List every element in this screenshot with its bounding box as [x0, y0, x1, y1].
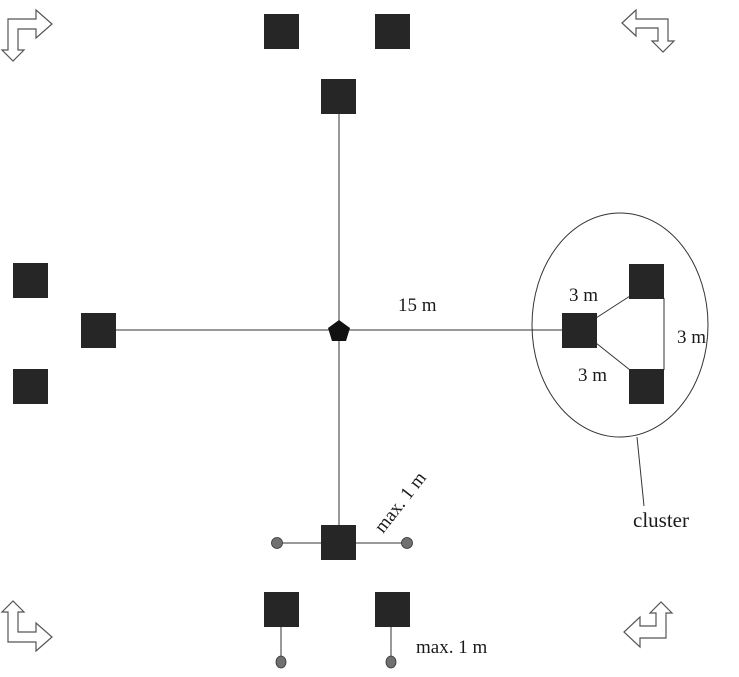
corner-arrow-bottom-left-icon — [0, 600, 53, 653]
label-max-offset-bottom: max. 1 m — [416, 637, 487, 658]
unit-top-center — [321, 79, 356, 114]
label-cluster-edge-right: 3 m — [677, 327, 706, 348]
unit-cluster-left — [562, 313, 597, 348]
cluster-edge-bottom — [595, 342, 631, 371]
unit-left-upper — [13, 263, 48, 298]
corner-arrow-top-left-icon — [0, 8, 53, 62]
unit-top-left — [264, 14, 299, 49]
unit-top-right — [375, 14, 410, 49]
probe-bottom-left-icon — [275, 655, 287, 669]
unit-bottom-center — [321, 525, 356, 560]
unit-cluster-top — [629, 264, 664, 299]
label-cluster-caption: cluster — [633, 508, 689, 532]
probe-left-icon — [271, 537, 283, 549]
label-distance-center: 15 m — [398, 295, 437, 316]
cluster-edge-top — [595, 295, 631, 319]
corner-arrow-top-right-icon — [621, 8, 676, 53]
center-pentagon-icon — [328, 320, 350, 341]
probe-right-icon — [401, 537, 413, 549]
unit-cluster-bottom — [629, 369, 664, 404]
corner-arrow-bottom-right-icon — [623, 601, 674, 649]
unit-left-center — [81, 313, 116, 348]
unit-bottom-left — [264, 592, 299, 627]
label-cluster-edge-top: 3 m — [569, 285, 598, 306]
probe-bottom-right-icon — [385, 655, 397, 669]
cluster-pointer-line — [636, 436, 645, 507]
unit-bottom-right — [375, 592, 410, 627]
label-cluster-edge-bottom: 3 m — [578, 365, 607, 386]
cluster-circle — [531, 212, 709, 438]
label-max-offset-diagonal: max. 1 m — [370, 468, 431, 537]
unit-left-lower — [13, 369, 48, 404]
